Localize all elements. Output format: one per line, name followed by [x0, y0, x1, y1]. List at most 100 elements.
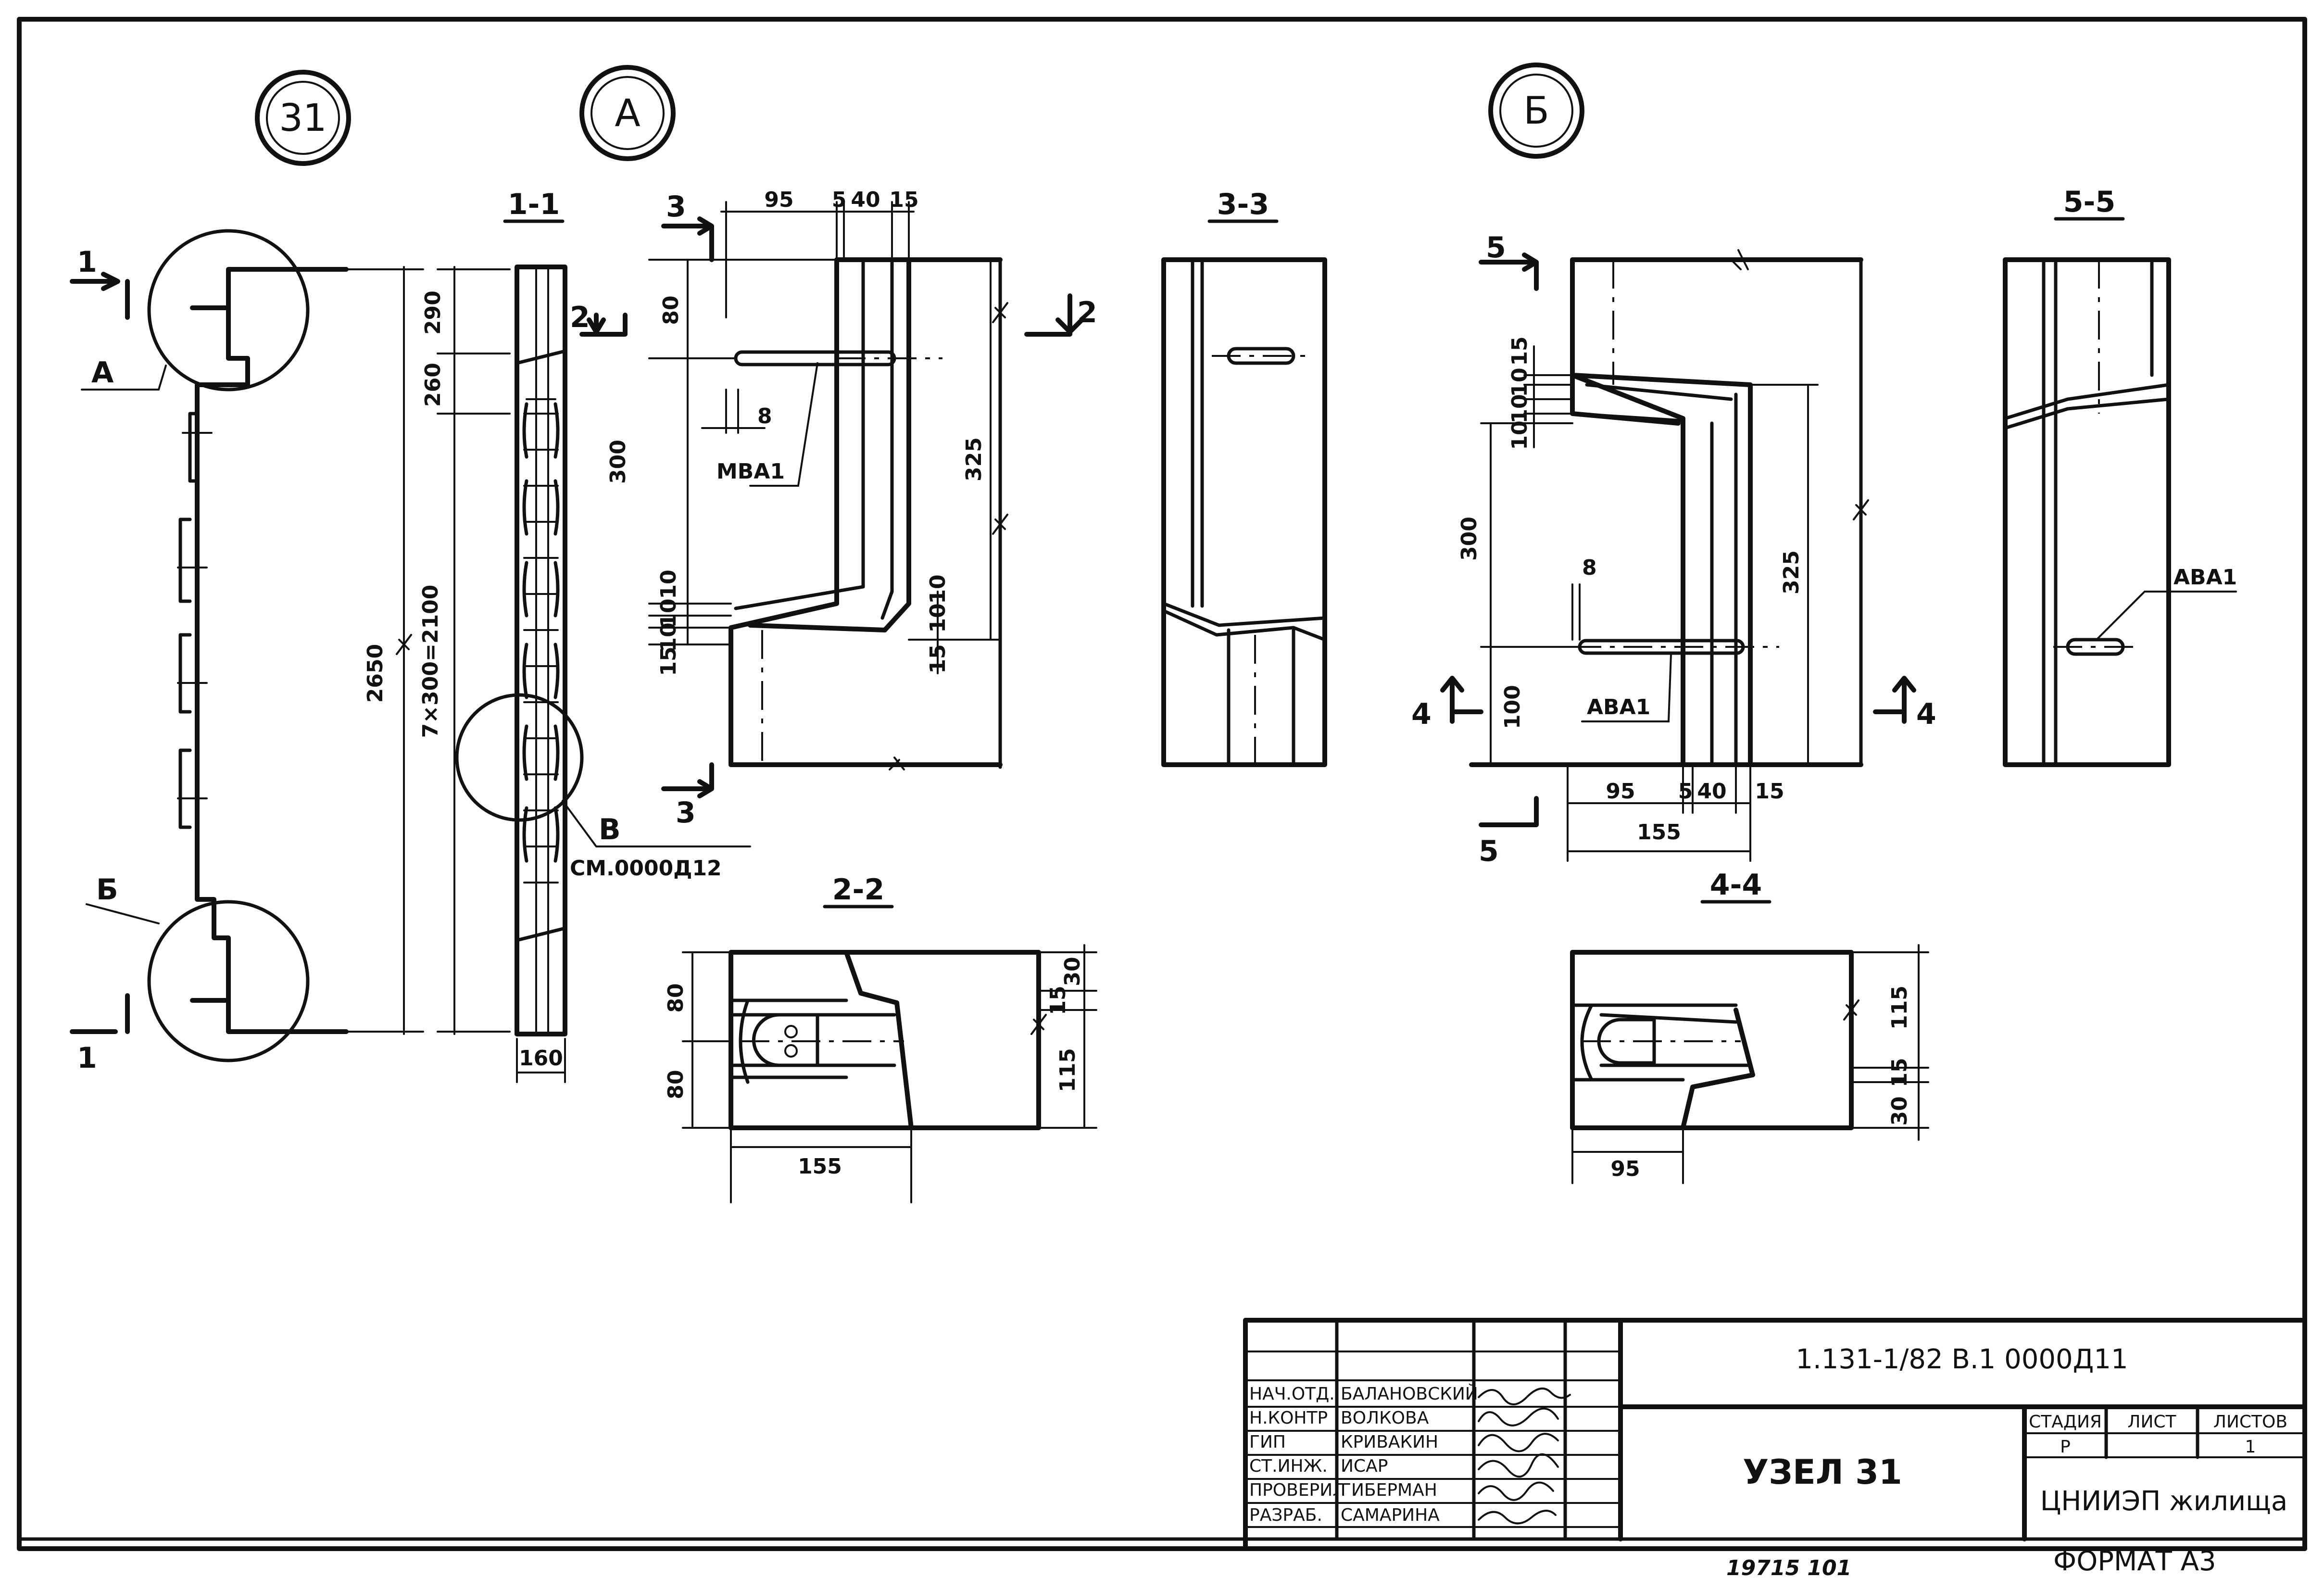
role-4: ПРОВЕРИЛ [1249, 1480, 1345, 1500]
detail-b: АВА1 300 100 15 10 10 10 8 325 95 5 40 1… [1411, 231, 1936, 868]
mark-1-top: 1 [77, 245, 97, 279]
callout-node-b: Б [1488, 63, 1584, 159]
name-5: САМАРИНА [1341, 1505, 1440, 1525]
callout-node-a: А [579, 65, 676, 161]
dim-b-15-top: 15 [1507, 336, 1532, 366]
dim-2650: 2650 [363, 644, 388, 703]
dim-b-10c: 10 [1507, 420, 1532, 450]
leader-mva1: МВА1 [716, 459, 785, 484]
dim-a-15-right: 15 [926, 644, 950, 673]
mark-3-top: 3 [666, 190, 686, 224]
role-3: СТ.ИНЖ. [1249, 1456, 1328, 1476]
dim-160: 160 [519, 1046, 563, 1071]
mark-2-left: 2 [570, 301, 590, 334]
section-1-1-title: 1-1 [508, 188, 560, 221]
leader-ava1-55: АВА1 [2173, 565, 2237, 590]
dim-b-325: 325 [1779, 550, 1804, 594]
dim-a-95: 95 [764, 188, 793, 212]
leader-a-label: А [91, 356, 114, 390]
organization: ЦНИИЭП жилища [2040, 1486, 2287, 1517]
dim-b-300: 300 [1457, 517, 1482, 561]
dim-b-8: 8 [1582, 555, 1597, 580]
section-2-2-title: 2-2 [832, 873, 884, 907]
dim-b-10a: 10 [1507, 367, 1532, 397]
section-2-2: 2-2 80 80 155 30 15 115 [664, 873, 1097, 1203]
archive-number: 19715 101 [1726, 1556, 1851, 1578]
sheets-value: 1 [2245, 1437, 2256, 1457]
dim-22-115: 115 [1055, 1048, 1080, 1092]
dim-a-10b: 10 [656, 598, 681, 628]
dim-b-40: 40 [1697, 779, 1726, 804]
dim-7x300: 7×300=2100 [418, 585, 443, 738]
dim-44-30: 30 [1887, 1096, 1912, 1125]
mark-4-left: 4 [1411, 697, 1432, 731]
leader-ava1-b: АВА1 [1587, 695, 1650, 720]
name-2: КРИВАКИН [1341, 1432, 1438, 1452]
callout-a-label: А [615, 92, 640, 135]
dim-22-80-bottom: 80 [664, 1070, 688, 1099]
node-31-elevation: 1 1 А Б 2650 [70, 229, 424, 1075]
dim-a-10a: 10 [656, 569, 681, 599]
mark-4-right: 4 [1916, 697, 1936, 731]
dim-b-100: 100 [1500, 685, 1525, 729]
detail-a: МВА1 95 5 40 15 80 300 10 10 10 15 8 325… [570, 188, 1097, 830]
node-title: УЗЕЛ 31 [1743, 1452, 1902, 1492]
section-5-5: 5-5 АВА1 [2003, 185, 2237, 767]
callout-b-label: Б [1523, 89, 1549, 133]
dim-a-15: 15 [889, 188, 918, 212]
mark-5-top: 5 [1486, 231, 1506, 265]
dim-22-30: 30 [1060, 957, 1085, 986]
section-4-4: 4-4 115 15 30 95 [1570, 868, 1929, 1184]
dim-a-325: 325 [962, 437, 986, 481]
role-2: ГИП [1249, 1432, 1286, 1452]
dim-a-15-left: 15 [656, 646, 681, 676]
mark-5-bottom: 5 [1479, 834, 1499, 868]
dim-22-155: 155 [798, 1154, 842, 1179]
section-5-5-title: 5-5 [2063, 185, 2115, 219]
dim-44-95: 95 [1610, 1157, 1640, 1181]
role-5: РАЗРАБ. [1249, 1505, 1322, 1525]
name-4: ГИБЕРМАН [1341, 1480, 1437, 1500]
callout-node-31: 31 [255, 70, 351, 166]
dim-44-115: 115 [1887, 985, 1912, 1030]
callout-31-label: 31 [279, 97, 327, 140]
sheets-label: ЛИСТОВ [2213, 1412, 2287, 1432]
name-0: БАЛАНОВСКИЙ [1341, 1384, 1478, 1404]
dim-290: 290 [421, 290, 445, 335]
dim-b-5: 5 [1678, 779, 1693, 804]
doc-code: 1.131-1/82 В.1 0000Д11 [1796, 1344, 2128, 1375]
sheet-frame [17, 17, 2307, 1551]
sheet-label: ЛИСТ [2127, 1412, 2176, 1432]
dim-b-15: 15 [1755, 779, 1784, 804]
dim-a-10-right-b: 10 [926, 603, 950, 632]
leader-v-label: В [599, 813, 621, 846]
mark-3-bottom: 3 [676, 796, 696, 830]
leader-b-label: Б [96, 873, 118, 907]
dim-a-300: 300 [606, 440, 630, 484]
role-0: НАЧ.ОТД. [1249, 1384, 1335, 1404]
section-3-3-title: 3-3 [1217, 188, 1269, 221]
stage-value: Р [2060, 1437, 2071, 1457]
leader-v-ref: СМ.0000Д12 [570, 856, 722, 881]
section-4-4-title: 4-4 [1710, 868, 1762, 902]
dim-a-40: 40 [851, 188, 880, 212]
dim-a-8: 8 [757, 404, 772, 429]
section-3-3: 3-3 [1161, 188, 1327, 767]
section-1-1: 1-1 В СМ.0000Д12 290 260 7×300=2100 160 [418, 188, 751, 1083]
dim-b-10b: 10 [1507, 394, 1532, 423]
signatures [1478, 1388, 1571, 1525]
dim-a-5: 5 [832, 188, 847, 212]
dim-b-155: 155 [1637, 820, 1681, 845]
dim-22-15: 15 [1046, 985, 1070, 1015]
name-1: ВОЛКОВА [1341, 1408, 1429, 1428]
dim-22-80-top: 80 [664, 983, 688, 1012]
dim-b-95: 95 [1606, 779, 1635, 804]
dim-a-10c: 10 [656, 622, 681, 652]
dim-260: 260 [421, 363, 445, 407]
title-block: НАЧ.ОТД. Н.КОНТР ГИП СТ.ИНЖ. ПРОВЕРИЛ РА… [1243, 1318, 2307, 1551]
role-1: Н.КОНТР [1249, 1408, 1328, 1428]
format-label: ФОРМАТ А3 [2053, 1546, 2216, 1577]
mark-1-bottom: 1 [77, 1041, 97, 1075]
mark-2-right: 2 [1077, 296, 1097, 329]
